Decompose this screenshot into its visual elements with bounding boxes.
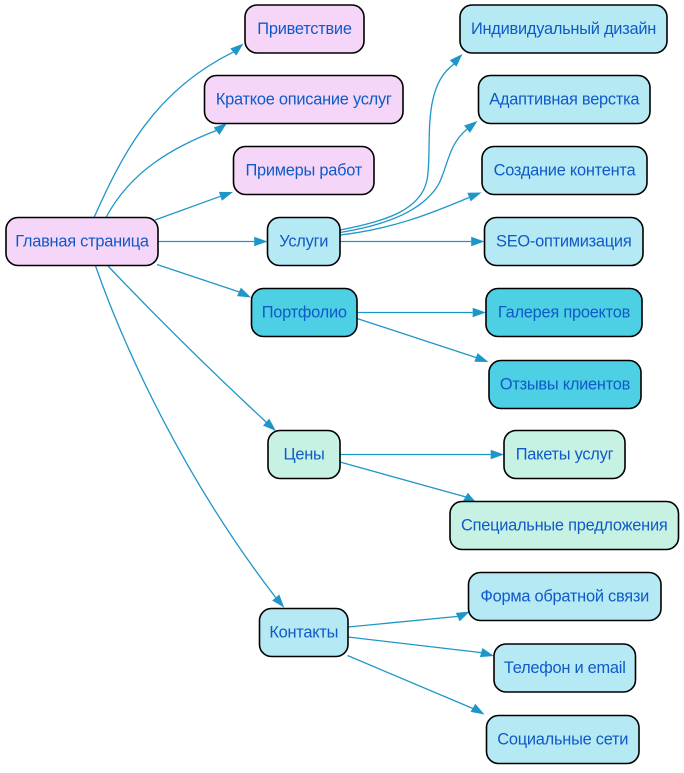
svg-text:Услуги: Услуги bbox=[279, 232, 328, 250]
svg-text:Портфолио: Портфолио bbox=[262, 303, 347, 321]
svg-text:Контакты: Контакты bbox=[269, 623, 338, 641]
svg-text:Цены: Цены bbox=[283, 445, 324, 463]
svg-text:Приветствие: Приветствие bbox=[257, 20, 352, 38]
svg-text:Примеры работ: Примеры работ bbox=[245, 161, 362, 179]
svg-text:Создание контента: Создание контента bbox=[494, 161, 637, 179]
svg-text:Галерея проектов: Галерея проектов bbox=[498, 303, 630, 321]
svg-text:Отзывы клиентов: Отзывы клиентов bbox=[500, 375, 630, 393]
svg-text:Индивидуальный дизайн: Индивидуальный дизайн bbox=[471, 20, 656, 38]
svg-text:Социальные сети: Социальные сети bbox=[497, 730, 628, 748]
svg-text:Форма обратной связи: Форма обратной связи bbox=[480, 587, 649, 605]
svg-text:Специальные предложения: Специальные предложения bbox=[461, 516, 668, 534]
svg-text:Адаптивная верстка: Адаптивная верстка bbox=[489, 90, 640, 108]
svg-text:Главная страница: Главная страница bbox=[15, 232, 150, 250]
svg-text:Телефон и email: Телефон и email bbox=[504, 659, 626, 677]
svg-text:Краткое описание услуг: Краткое описание услуг bbox=[216, 90, 392, 108]
svg-text:Пакеты услуг: Пакеты услуг bbox=[516, 445, 614, 463]
svg-text:SEO-оптимизация: SEO-оптимизация bbox=[496, 232, 631, 250]
